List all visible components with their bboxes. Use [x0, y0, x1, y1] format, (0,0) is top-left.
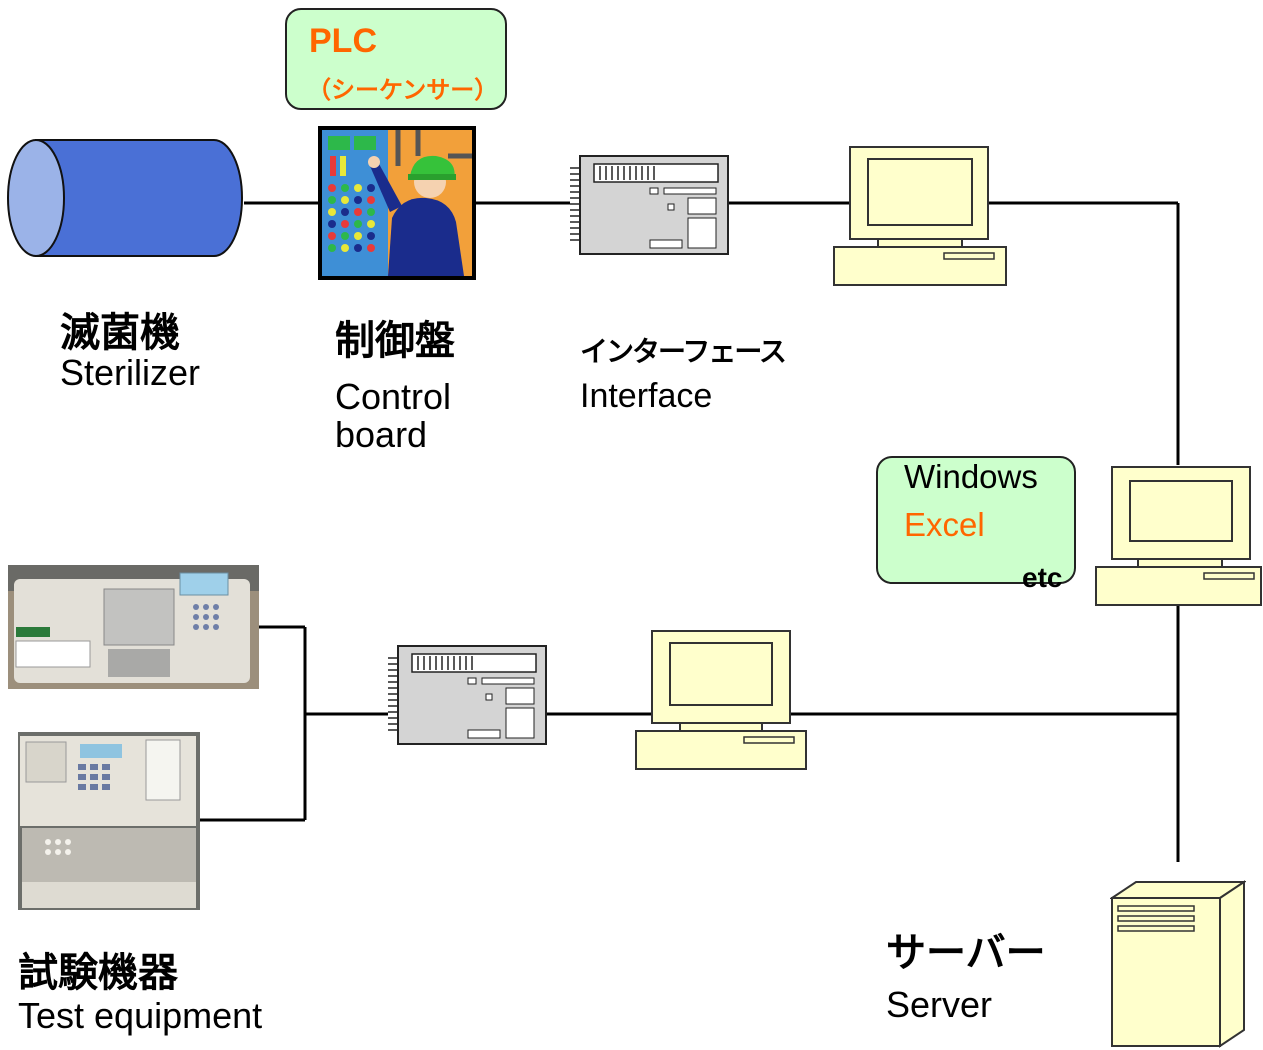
panel-knob — [328, 220, 336, 228]
panel-knob — [367, 244, 375, 252]
panel-knob — [354, 208, 362, 216]
panel-knob — [354, 220, 362, 228]
panel-knob — [354, 244, 362, 252]
panel-knob — [341, 184, 349, 192]
test-equipment-label-en: Test equipment — [18, 995, 263, 1036]
panel-knob — [367, 232, 375, 240]
server-label-en: Server — [886, 984, 993, 1025]
panel-knob — [341, 208, 349, 216]
panel-knob — [328, 184, 336, 192]
desktop-computer-icon — [635, 630, 807, 770]
panel-knob — [328, 244, 336, 252]
panel-knob — [328, 232, 336, 240]
lab-analyzer-photo — [18, 732, 200, 910]
control-board-label-jp: 制御盤 — [335, 318, 455, 364]
plc-callout: PLC （シーケンサー） — [285, 8, 507, 110]
software-callout: Windows Excel — [876, 456, 1076, 584]
excel-label: Excel — [904, 506, 985, 543]
interface-module-icon — [388, 645, 547, 745]
control-board-label-en-2: board — [335, 414, 428, 455]
plc-sequencer-label: （シーケンサー） — [307, 76, 499, 104]
desktop-computer-icon — [1095, 466, 1262, 606]
worker-at-control-panel-icon — [318, 126, 476, 280]
panel-knob — [367, 220, 375, 228]
interface-module-icon — [570, 155, 729, 255]
lab-analyzer-photo — [8, 565, 259, 689]
desktop-computer-icon — [833, 146, 1007, 286]
sterilizer-label-jp: 滅菌機 — [60, 310, 180, 356]
interface-label-en: Interface — [580, 377, 713, 415]
etc-label: etc — [1022, 562, 1063, 593]
cylinder-tank-icon — [7, 139, 243, 257]
panel-knob — [341, 196, 349, 204]
panel-knob — [354, 184, 362, 192]
plc-label: PLC — [309, 22, 377, 60]
panel-knob — [354, 196, 362, 204]
panel-knob — [354, 232, 362, 240]
control-board-label-en-1: Control — [335, 376, 452, 417]
panel-knob — [328, 208, 336, 216]
panel-knob — [341, 220, 349, 228]
panel-knob — [341, 232, 349, 240]
interface-label-jp: インターフェース — [580, 335, 787, 368]
server-label-jp: サーバー — [886, 930, 1046, 976]
panel-knob — [367, 196, 375, 204]
panel-knob — [341, 244, 349, 252]
sterilizer-label-en: Sterilizer — [60, 352, 201, 393]
windows-label: Windows — [904, 458, 1038, 495]
test-equipment-label-jp: 試験機器 — [18, 950, 178, 996]
server-tower-icon — [1110, 880, 1246, 1048]
panel-knob — [367, 184, 375, 192]
panel-knob — [328, 196, 336, 204]
panel-knob — [367, 208, 375, 216]
